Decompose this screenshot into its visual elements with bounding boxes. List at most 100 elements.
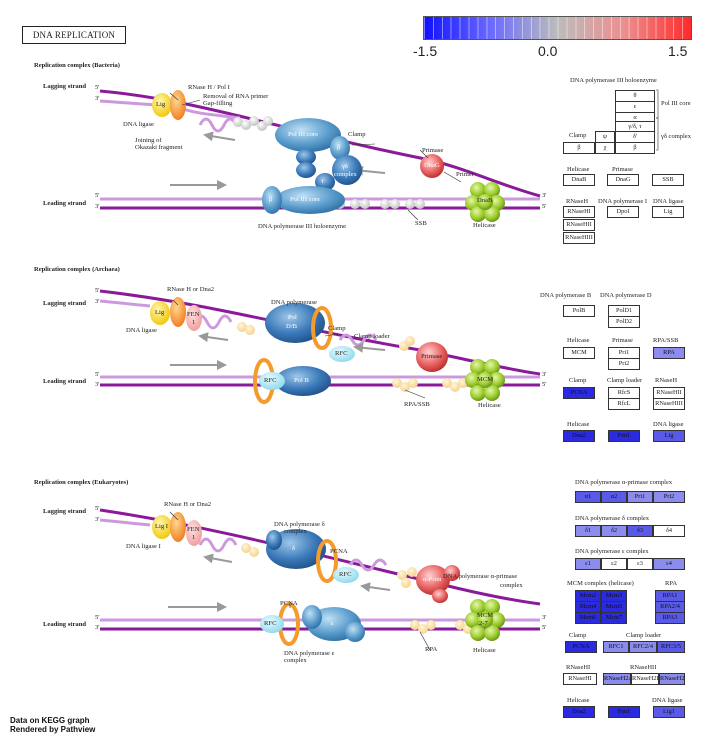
gene-lig1[interactable]: Lig1 <box>653 706 685 718</box>
b-primase-label: Primase <box>422 147 444 154</box>
footer-line1: Data on KEGG graph <box>10 716 90 725</box>
gene-ssb[interactable]: SSB <box>652 174 684 186</box>
a-clamp-label: Clamp <box>328 325 346 332</box>
gene-a2[interactable]: α2 <box>601 491 627 503</box>
e-mcm-n-text: 2-7 <box>479 620 488 627</box>
gene-dnag[interactable]: DnaG <box>607 174 639 186</box>
gene-e4[interactable]: ε4 <box>653 558 685 570</box>
gene-pcna[interactable]: PCNA <box>563 387 595 399</box>
gene-beta[interactable]: β <box>563 142 595 154</box>
a-dnapol-label: DNA polymerase <box>271 299 317 306</box>
gene-lig[interactable]: Lig <box>652 206 684 218</box>
rnaseh-dna2-node[interactable] <box>170 512 186 542</box>
mcm27-helicase[interactable] <box>465 599 505 641</box>
gene-dnab[interactable]: DnaB <box>563 174 595 186</box>
b-3prime-right: 3' <box>542 192 547 199</box>
b-rnaseh-label: RNase H / Pol I <box>188 84 230 91</box>
gene-d1[interactable]: δ1 <box>575 525 601 537</box>
rnaseh-poli-node[interactable] <box>170 90 186 120</box>
gamma-delta-complex[interactable] <box>332 155 362 185</box>
e-lig-text: Lig I <box>155 523 169 530</box>
gene-dna2[interactable]: Dna2 <box>563 706 595 718</box>
gene-mcm7[interactable]: Mcm7 <box>601 612 627 624</box>
pol3-core-upper[interactable] <box>275 118 341 152</box>
gene-fen1[interactable]: Fen1 <box>608 430 640 442</box>
gene-pcna[interactable]: PCNA <box>565 641 597 653</box>
gene-rnasehii[interactable]: RNaseHII <box>563 219 595 231</box>
b-3prime-lag: 3' <box>95 95 100 102</box>
gene-rpa[interactable]: RPA <box>653 347 685 359</box>
gene-d2[interactable]: δ2 <box>601 525 627 537</box>
gene-rnaseh2c[interactable]: RNaseH2C <box>659 673 685 685</box>
rfc-lower[interactable] <box>259 372 285 390</box>
dnag-node[interactable] <box>420 154 444 178</box>
gene-rnaseh2a[interactable]: RNaseH2A <box>603 673 631 685</box>
ssb-beads-top <box>233 116 273 131</box>
gene-rpa3[interactable]: RPA3 <box>655 612 685 624</box>
gene-e1[interactable]: ε1 <box>575 558 601 570</box>
footer-line2: Rendered by Pathview <box>10 725 96 734</box>
fen1-node[interactable] <box>186 520 202 546</box>
e-rfc-lower-text: RFC <box>264 620 277 627</box>
gene-rnasehi[interactable]: RNaseHI <box>563 206 595 218</box>
lig-node[interactable] <box>152 93 172 117</box>
beta-clamp-upper[interactable] <box>330 136 350 160</box>
gene-rfc2-4[interactable]: RFC2/4 <box>629 641 657 653</box>
gene-rfc1[interactable]: RFC1 <box>603 641 629 653</box>
gene-pri2[interactable]: Pri2 <box>608 358 640 370</box>
pol-b-node[interactable] <box>275 366 331 396</box>
a-helicase2-panel-label: Helicase <box>567 421 590 428</box>
alpha-prim-node[interactable] <box>416 565 450 595</box>
gene-d4[interactable]: δ4 <box>653 525 685 537</box>
gene-rnasehiii[interactable]: RNaseHIII <box>563 232 595 244</box>
gene-mcm6[interactable]: Mcm6 <box>575 612 601 624</box>
pol-db-node[interactable] <box>265 303 325 343</box>
a-5prime-right: 5' <box>542 381 547 388</box>
gene-beta2[interactable]: β <box>615 142 655 154</box>
pol3-core-lower[interactable] <box>275 186 345 214</box>
e-5prime-lag: 5' <box>95 505 100 512</box>
primase-node[interactable] <box>416 342 448 372</box>
gene-a1[interactable]: α1 <box>575 491 601 503</box>
rfc-upper[interactable] <box>333 567 359 583</box>
lig-i-node[interactable] <box>152 515 172 539</box>
gene-pri1[interactable]: Pri1 <box>627 491 653 503</box>
gene-dna2[interactable]: Dna2 <box>563 430 595 442</box>
gene-rnasehi[interactable]: RNaseHI <box>563 673 597 685</box>
legend-tick-mid: 0.0 <box>538 43 558 59</box>
clamp-ring-upper[interactable] <box>311 306 333 350</box>
gene-d3[interactable]: δ3 <box>627 525 653 537</box>
rfc-lower[interactable] <box>260 615 284 633</box>
a-fen-text: FEN <box>187 311 200 318</box>
gene-pold2[interactable]: PolD2 <box>608 316 640 328</box>
pcna-ring-upper[interactable] <box>316 539 338 583</box>
dnab-helicase[interactable] <box>465 182 505 222</box>
a-pol2-text: D/B <box>286 323 297 330</box>
gene-rnasehiii[interactable]: RNaseHIII <box>653 398 685 410</box>
gene-rfc3-5[interactable]: RFC3/5 <box>657 641 685 653</box>
rfc-upper[interactable] <box>329 346 355 362</box>
gene-rnaseh2b[interactable]: RNaseH2B <box>631 673 659 685</box>
lig-node[interactable] <box>150 301 170 325</box>
gene-lig[interactable]: Lig <box>653 430 685 442</box>
gene-e3[interactable]: ε3 <box>627 558 653 570</box>
gene-dpoi[interactable]: DpoI <box>607 206 639 218</box>
rnaseh-dna2-node[interactable] <box>170 297 186 327</box>
gene-rfcl[interactable]: RfcL <box>608 398 640 410</box>
gene-chi[interactable]: χ <box>595 142 615 154</box>
beta-clamp-lower[interactable] <box>262 186 282 214</box>
fen1-node[interactable] <box>186 305 202 331</box>
b-joining-label2: Okazaki fragment <box>135 144 183 151</box>
tau-node[interactable] <box>315 173 335 191</box>
gene-polb[interactable]: PolB <box>563 305 595 317</box>
b-3prime-lead: 3' <box>95 203 100 210</box>
gene-e2[interactable]: ε2 <box>601 558 627 570</box>
a-3prime-lead: 3' <box>95 381 100 388</box>
e-mcm-title: MCM complex (helicase) <box>567 580 634 587</box>
gene-pri2[interactable]: Pri2 <box>653 491 685 503</box>
gene-mcm[interactable]: MCM <box>563 347 595 359</box>
gene-fen1[interactable]: Fen1 <box>608 706 640 718</box>
mcm-helicase[interactable] <box>465 359 505 401</box>
